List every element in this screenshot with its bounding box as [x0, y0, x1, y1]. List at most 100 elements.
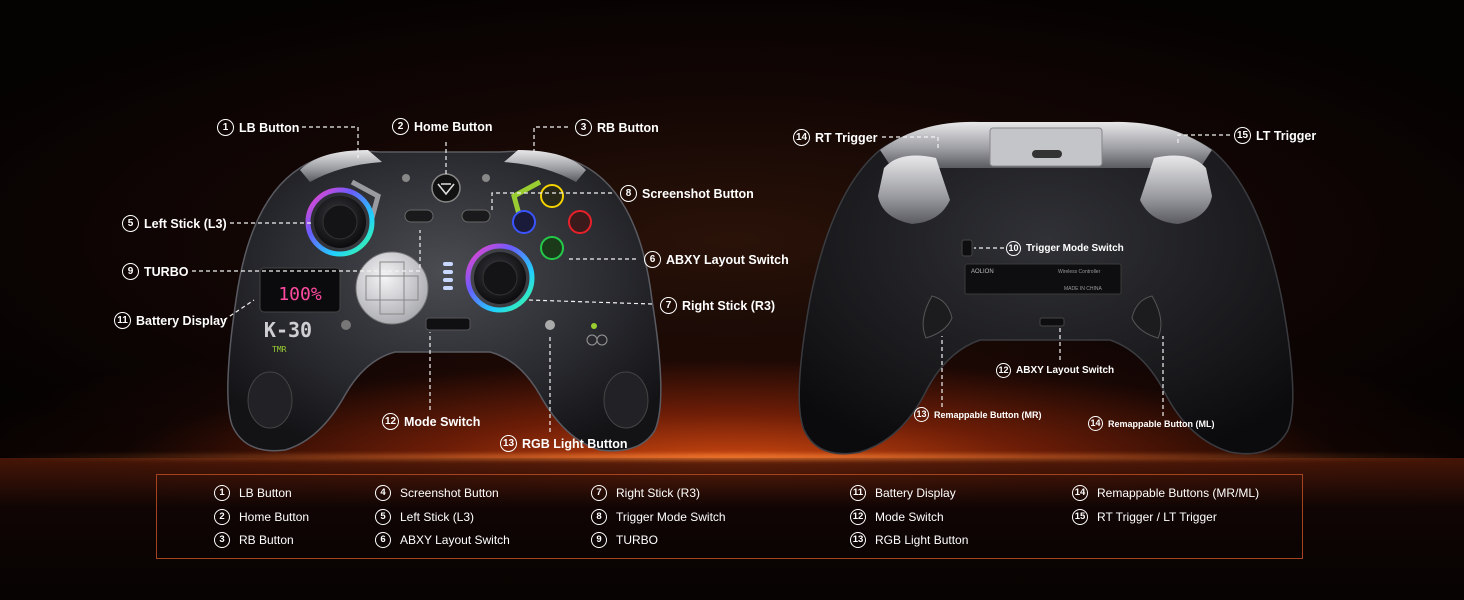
callout-text: ABXY Layout Switch: [1016, 365, 1115, 376]
callout-text: RT Trigger: [815, 130, 878, 145]
callout-trigger-mode-switch: 10 Trigger Mode Switch: [1006, 241, 1124, 256]
callout-number: 5: [122, 215, 139, 232]
legend-item: 4 Screenshot Button: [375, 485, 499, 501]
legend-number: 7: [591, 485, 607, 501]
horizon-glow: [0, 454, 1464, 460]
callout-mode-switch: 12 Mode Switch: [382, 413, 480, 430]
legend-number: 6: [375, 532, 391, 548]
callout-text: Mode Switch: [404, 414, 481, 429]
legend-text: Right Stick (R3): [616, 486, 701, 500]
legend-item: 11 Battery Display: [850, 485, 956, 501]
callout-number: 11: [114, 312, 131, 329]
callout-text: Home Button: [414, 119, 493, 134]
callout-right-stick: 7 Right Stick (R3): [660, 297, 775, 314]
callout-remappable-mr: 13 Remappable Button (MR): [914, 407, 1042, 422]
legend-text: Battery Display: [875, 486, 956, 500]
legend-number: 8: [591, 509, 607, 525]
legend-item: 13 RGB Light Button: [850, 532, 968, 548]
callout-number: 15: [1234, 127, 1251, 144]
legend-item: 3 RB Button: [214, 532, 294, 548]
legend-item: 2 Home Button: [214, 509, 309, 525]
legend-text: Trigger Mode Switch: [616, 510, 726, 524]
callout-text: Trigger Mode Switch: [1026, 243, 1124, 254]
legend-number: 5: [375, 509, 391, 525]
legend-number: 13: [850, 532, 866, 548]
legend-item: 14 Remappable Buttons (MR/ML): [1072, 485, 1259, 501]
legend-text: LB Button: [239, 486, 292, 500]
legend-number: 4: [375, 485, 391, 501]
legend-number: 1: [214, 485, 230, 501]
legend-number: 12: [850, 509, 866, 525]
legend-number: 11: [850, 485, 866, 501]
front-controller: 100% K-30 TMR: [227, 150, 662, 452]
callout-text: Screenshot Button: [642, 186, 754, 201]
callout-lb-button: 1 LB Button: [217, 119, 299, 136]
callout-text: Remappable Button (MR): [934, 409, 1042, 420]
callout-number: 6: [644, 251, 661, 268]
callout-rt-trigger: 14 RT Trigger: [793, 129, 878, 146]
callout-text: RB Button: [597, 120, 659, 135]
callout-text: Remappable Button (ML): [1108, 418, 1215, 429]
callout-text: LT Trigger: [1256, 128, 1317, 143]
legend-text: Home Button: [239, 510, 310, 524]
legend-item: 1 LB Button: [214, 485, 292, 501]
legend-item: 12 Mode Switch: [850, 509, 944, 525]
callout-left-stick: 5 Left Stick (L3): [122, 215, 227, 232]
legend-item: 7 Right Stick (R3): [591, 485, 700, 501]
callout-number: 8: [620, 185, 637, 202]
legend-number: 2: [214, 509, 230, 525]
legend-number: 9: [591, 532, 607, 548]
legend-item: 15 RT Trigger / LT Trigger: [1072, 509, 1217, 525]
legend-text: RB Button: [239, 533, 294, 547]
legend-text: TURBO: [616, 533, 658, 547]
legend-number: 15: [1072, 509, 1088, 525]
callout-number: 13: [914, 407, 929, 422]
legend-text: Remappable Buttons (MR/ML): [1097, 486, 1260, 500]
sticker-made-in: MADE IN CHINA: [1064, 286, 1102, 292]
callout-number: 7: [660, 297, 677, 314]
legend-box: 1 LB Button 2 Home Button 3 RB Button 4 …: [156, 474, 1303, 559]
leader-lines: [192, 126, 1230, 432]
callout-number: 14: [793, 129, 810, 146]
callout-text: ABXY Layout Switch: [666, 252, 789, 267]
callout-text: Left Stick (L3): [144, 216, 227, 231]
callout-text: LB Button: [239, 120, 300, 135]
model-mark: K-30: [264, 318, 312, 342]
callout-screenshot-button: 8 Screenshot Button: [620, 185, 754, 202]
legend-text: Mode Switch: [875, 510, 944, 524]
legend-item: 9 TURBO: [591, 532, 658, 548]
callout-number: 13: [500, 435, 517, 452]
callout-rgb-light-button: 13 RGB Light Button: [500, 435, 628, 452]
back-controller: AOLION Wireless Controller MADE IN CHINA: [798, 121, 1294, 455]
legend-text: Screenshot Button: [400, 486, 499, 500]
callout-text: Battery Display: [136, 313, 228, 328]
battery-readout: 100%: [278, 284, 322, 305]
callout-lt-trigger: 15 LT Trigger: [1234, 127, 1316, 144]
legend-text: ABXY Layout Switch: [400, 533, 510, 547]
callout-home-button: 2 Home Button: [392, 118, 492, 135]
callout-text: TURBO: [144, 264, 189, 279]
callout-number: 14: [1088, 416, 1103, 431]
legend-item: 8 Trigger Mode Switch: [591, 509, 726, 525]
callout-turbo: 9 TURBO: [122, 263, 188, 280]
sticker-brand: AOLION: [971, 269, 994, 275]
legend-item: 5 Left Stick (L3): [375, 509, 474, 525]
legend-text: RGB Light Button: [875, 533, 969, 547]
callout-number: 3: [575, 119, 592, 136]
tmr-mark: TMR: [272, 345, 287, 354]
floor-reflection: [0, 458, 1464, 600]
callout-number: 1: [217, 119, 234, 136]
callout-abxy-layout-switch-back: 12 ABXY Layout Switch: [996, 363, 1114, 378]
legend-text: RT Trigger / LT Trigger: [1097, 510, 1217, 524]
legend-item: 6 ABXY Layout Switch: [375, 532, 510, 548]
callout-number: 10: [1006, 241, 1021, 256]
callout-number: 12: [996, 363, 1011, 378]
callout-number: 9: [122, 263, 139, 280]
callout-rb-button: 3 RB Button: [575, 119, 659, 136]
callout-abxy-layout-switch: 6 ABXY Layout Switch: [644, 251, 789, 268]
legend-number: 14: [1072, 485, 1088, 501]
legend-number: 3: [214, 532, 230, 548]
callout-text: RGB Light Button: [522, 436, 628, 451]
sticker-product: Wireless Controller: [1058, 269, 1101, 275]
